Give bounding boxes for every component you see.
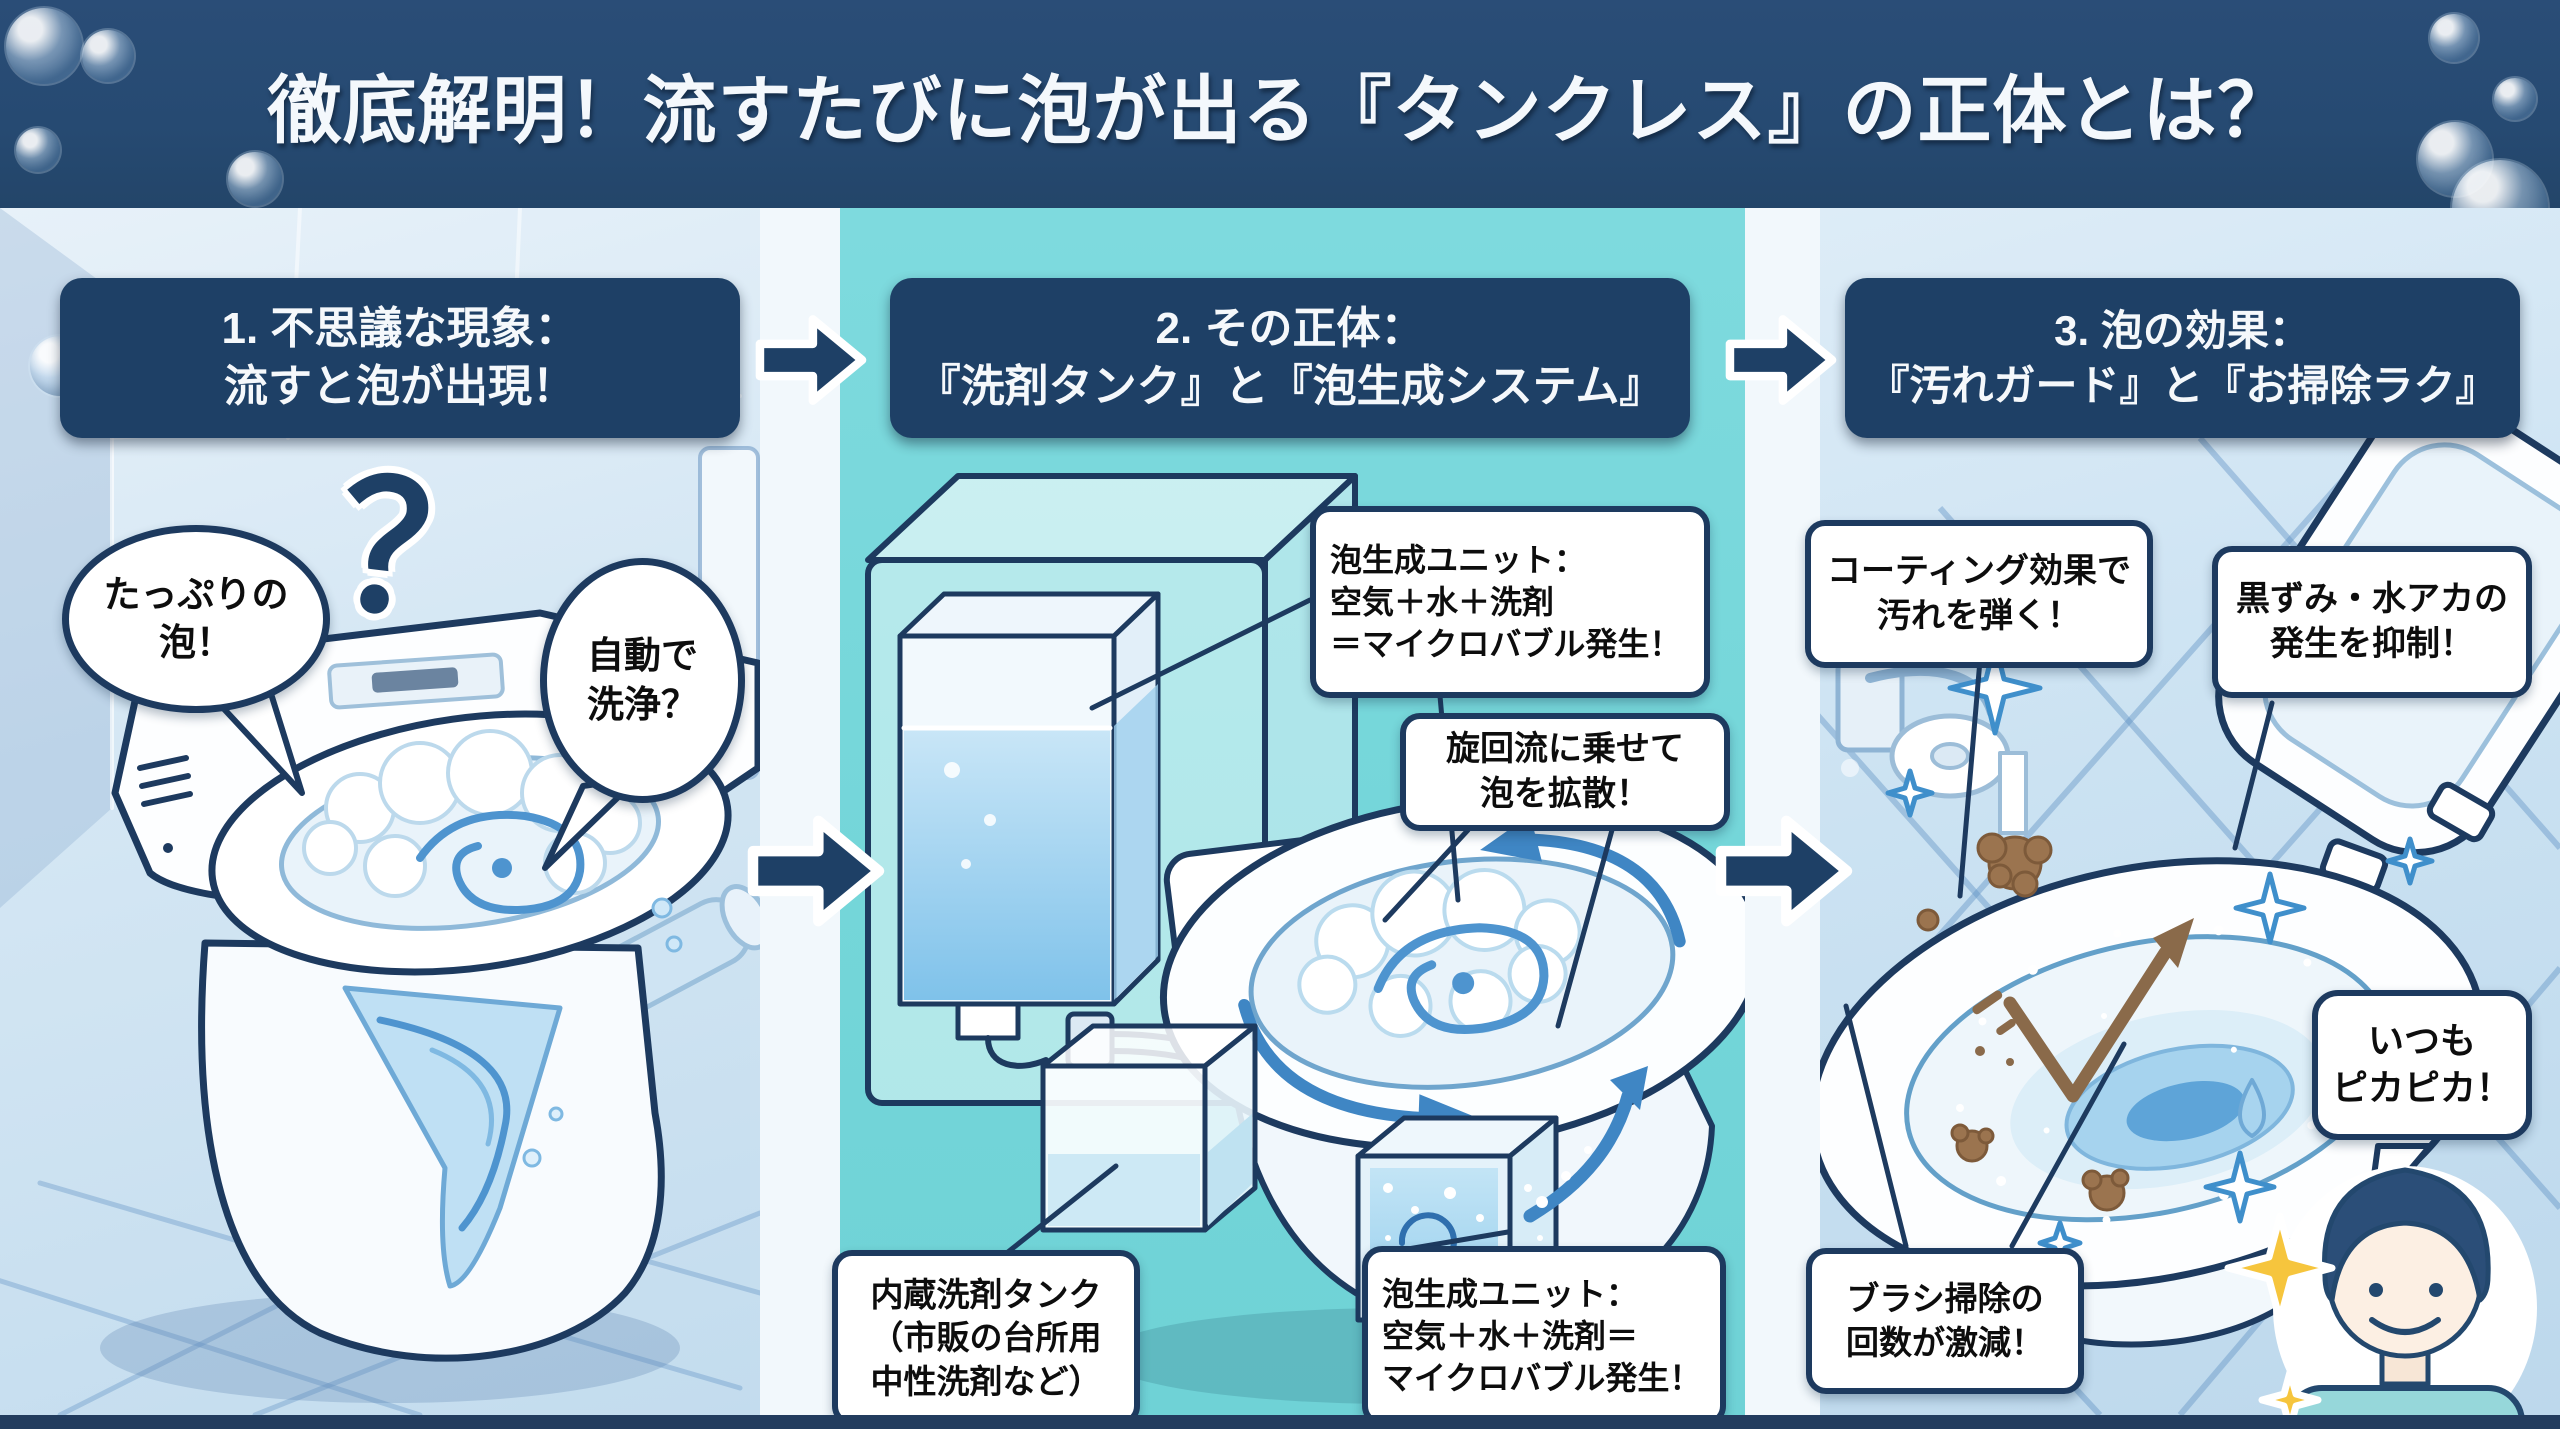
callout-foam-unit-bottom: 泡生成ユニット： 空気＋水＋洗剤＝ マイクロバブル発生！	[1362, 1246, 1726, 1415]
step1-header-line1: 1. 不思議な現象：	[221, 303, 579, 353]
title-banner: 徹底解明！流すたびに泡が出る『タンクレス』の正体とは？	[0, 0, 2560, 208]
bubble-icon	[2430, 14, 2478, 62]
speech-bubble-auto-clean: 自動で 洗浄？	[540, 558, 745, 803]
droplet-icon	[2238, 1078, 2266, 1138]
clean-toilet-illustration	[1820, 394, 2560, 1415]
block-arrow-right-icon	[755, 315, 867, 405]
callout-detergent-tank: 内蔵洗剤タンク （市販の台所用 中性洗剤など）	[832, 1250, 1140, 1415]
bubble-icon	[16, 128, 60, 172]
step2-header: 2. その正体： 『洗剤タンク』と『泡生成システム』	[890, 278, 1690, 438]
infographic-stage: 1. 不思議な現象： 流すと泡が出現！ 2. その正体： 『洗剤タンク』と『泡生…	[0, 208, 2560, 1415]
sparkle-icon	[2224, 1212, 2336, 1415]
callout-foam-unit-top: 泡生成ユニット： 空気＋水＋洗剤 ＝マイクロバブル発生！	[1310, 506, 1710, 698]
page-title: 徹底解明！流すたびに泡が出る『タンクレス』の正体とは？	[267, 68, 2293, 152]
callout-swirl-spread: 旋回流に乗せて 泡を拡散！	[1400, 713, 1730, 831]
dirt-particles	[1916, 832, 2130, 1212]
step1-header: 1. 不思議な現象： 流すと泡が出現！	[60, 278, 740, 438]
speech-bubble-foam: たっぷりの 泡！	[62, 525, 330, 713]
callout-coating-effect: コーティング効果で 汚れを弾く！	[1805, 520, 2153, 668]
repel-arrow	[2003, 918, 2194, 1103]
person-avatar	[2273, 1166, 2537, 1415]
callout-stain-prevention: 黒ずみ・水アカの 発生を抑制！	[2212, 546, 2532, 698]
bubble-icon	[82, 30, 134, 82]
block-arrow-right-icon	[747, 815, 885, 927]
step1-header-line2: 流すと泡が出現！	[224, 362, 576, 411]
water-tank	[897, 591, 1161, 1041]
callout-less-brushing: ブラシ掃除の 回数が激減！	[1806, 1248, 2084, 1394]
step2-header-line1: 2. その正体：	[1155, 303, 1425, 353]
bubble-icon	[228, 152, 282, 206]
step3-header-line2: 『汚れガード』と『お掃除ラク』	[1867, 362, 2498, 409]
bubble-icon	[2494, 78, 2536, 120]
step3-header-line1: 3. 泡の効果：	[2054, 306, 2311, 354]
block-arrow-right-icon	[1725, 315, 1837, 405]
sparkle-icon	[1885, 640, 2435, 1266]
leader-lines	[1843, 657, 2275, 1249]
speech-bubble-sparkling: いつも ピカピカ！	[2312, 990, 2532, 1140]
question-mark-icon: ？	[326, 444, 528, 665]
step3-header: 3. 泡の効果： 『汚れガード』と『お掃除ラク』	[1845, 278, 2520, 438]
block-arrow-right-icon	[1715, 815, 1853, 927]
bowl	[1159, 795, 1745, 1152]
bubble-icon	[6, 8, 82, 84]
cutaway-toilet-illustration	[865, 473, 1745, 1404]
toilet-paper-roll-icon	[1835, 657, 2028, 835]
clean-bowl	[1820, 857, 2486, 1290]
step2-header-line2: 『洗剤タンク』と『泡生成システム』	[916, 362, 1664, 411]
foam-flow-arrow	[1523, 1089, 1635, 1223]
